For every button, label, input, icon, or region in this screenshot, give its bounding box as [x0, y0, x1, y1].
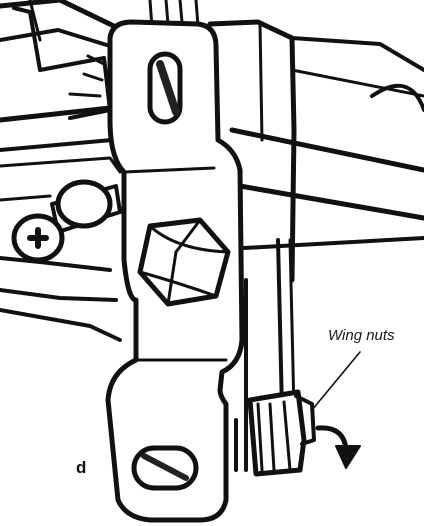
rail-bar — [12, 6, 112, 120]
callout-leader-line — [311, 351, 361, 411]
hex-bolt — [137, 217, 231, 307]
right-housing — [207, 19, 424, 472]
step-letter-label: d — [76, 458, 87, 477]
wing-nuts-label: Wing nuts — [328, 327, 395, 344]
housing-frame — [0, 0, 122, 342]
wing-nut-clip — [234, 389, 316, 477]
curved-arrow-icon — [315, 425, 361, 469]
cross-screw — [11, 179, 122, 263]
